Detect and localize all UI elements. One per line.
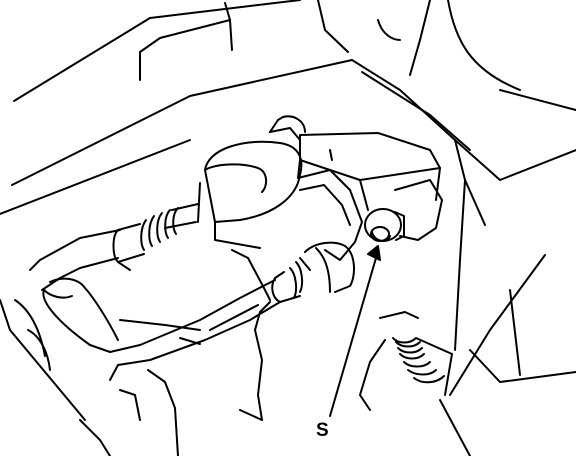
- mounting-bracket: [231, 169, 363, 301]
- boot-connector-right: [271, 241, 355, 303]
- boot-connector-left: [112, 115, 306, 271]
- upper-intake-panel: [0, 0, 521, 215]
- callout-leader-line: [329, 245, 381, 417]
- callout-label-s: S: [316, 420, 329, 441]
- right-side-bracket: [351, 59, 576, 456]
- lower-engine-parts: [0, 299, 271, 456]
- sensor-s-boss: [364, 208, 405, 242]
- hose-coupler: [359, 311, 453, 411]
- left-harness: [29, 229, 121, 291]
- lower-harness-loop: [42, 277, 281, 381]
